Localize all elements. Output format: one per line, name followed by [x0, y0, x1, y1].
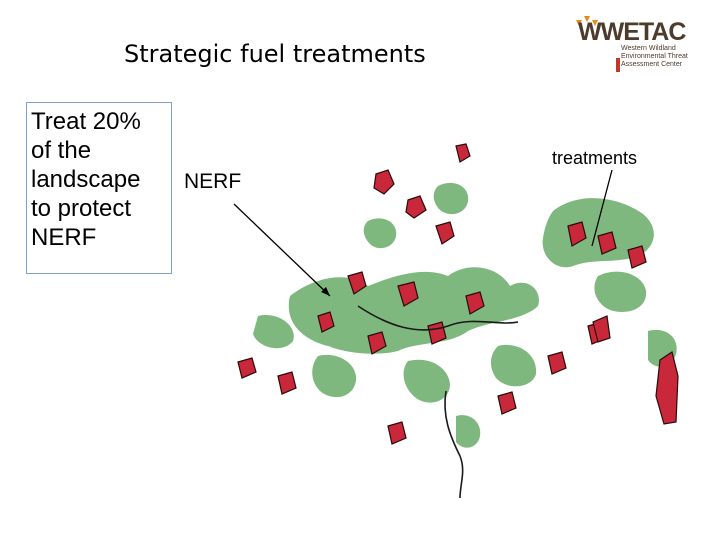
- wwetac-logo: WWETAC Western Wildland Environmental Th…: [572, 12, 692, 76]
- treatment-patches: [237, 143, 679, 445]
- nerf-areas: [253, 182, 677, 448]
- callout-text: Treat 20% of the landscape to protect NE…: [31, 108, 141, 251]
- callout-box: Treat 20% of the landscape to protect NE…: [26, 102, 172, 274]
- logo-subtitle: Western Wildland Environmental Threat As…: [621, 45, 688, 68]
- landscape-map: [237, 143, 679, 499]
- logo-wordmark: WWETAC: [578, 18, 686, 46]
- logo-flame-icon: [576, 16, 620, 72]
- label-treatments: treatments: [552, 148, 638, 168]
- road-network: [357, 305, 519, 499]
- label-nerf: NERF: [184, 170, 242, 193]
- slide-title: Strategic fuel treatments: [124, 40, 426, 68]
